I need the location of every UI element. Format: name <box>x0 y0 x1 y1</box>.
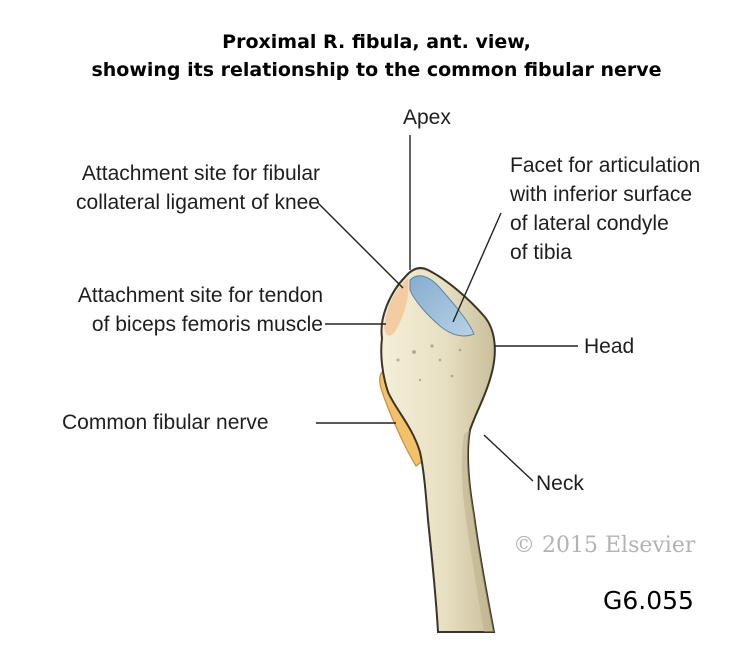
fibula-bone <box>380 267 496 633</box>
shaft-shading <box>461 430 494 632</box>
label-head: Head <box>584 335 635 358</box>
label-biceps-femoris-line-1: Attachment site for tendon <box>77 284 323 307</box>
label-facet-line-1: Facet for articulation <box>510 154 701 177</box>
leader-neck <box>483 434 534 482</box>
label-fibular-collateral-line-2: collateral ligament of knee <box>76 191 320 214</box>
label-neck: Neck <box>536 472 584 495</box>
label-facet-line-4: of tibia <box>510 241 572 264</box>
articular-facet <box>409 275 475 337</box>
label-common-fibular-nerve: Common fibular nerve <box>62 411 269 434</box>
label-biceps-femoris-line-2: of biceps femoris muscle <box>91 313 323 336</box>
label-biceps-femoris-attachment: Attachment site for tendon of biceps fem… <box>10 281 323 339</box>
biceps-femoris-attachment-site <box>384 278 409 336</box>
label-facet-line-3: of lateral condyle <box>510 212 669 235</box>
label-facet: Facet for articulation with inferior sur… <box>510 151 700 267</box>
label-facet-line-2: with inferior surface <box>510 183 693 206</box>
label-apex: Apex <box>403 106 451 129</box>
figure-title: Proximal R. fibula, ant. view, showing i… <box>0 28 753 84</box>
bone-texture <box>396 344 462 382</box>
leader-fibular-collateral <box>317 202 404 289</box>
copyright-notice: © 2015 Elsevier <box>513 533 696 558</box>
label-fibular-collateral-line-1: Attachment site for fibular <box>81 162 320 185</box>
leader-facet <box>452 212 502 323</box>
leader-lines <box>316 135 578 482</box>
figure-id: G6.055 <box>603 586 694 615</box>
label-fibular-collateral-attachment: Attachment site for fibular collateral l… <box>24 159 320 217</box>
title-line-1: Proximal R. fibula, ant. view, <box>222 31 531 53</box>
title-line-2: showing its relationship to the common f… <box>91 59 662 81</box>
